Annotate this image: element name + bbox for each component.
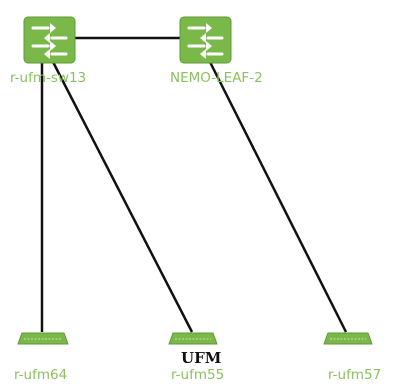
network-switch-icon [23,16,76,64]
switch-label: NEMO-LEAF-2 [170,70,263,86]
switch-node-nemo-leaf-2[interactable]: NEMO-LEAF-2 [170,16,263,86]
host-adapter-icon [17,332,69,345]
switch-node-r-ufm-sw13[interactable]: r-ufm-sw13 [10,16,86,86]
host-label: r-ufm57 [328,367,381,383]
links-layer [40,36,348,333]
link-leaf2-ufm57[interactable] [208,61,348,333]
host-node-r-ufm55[interactable]: UFM r-ufm55 [168,332,224,383]
link-sw13-ufm55[interactable] [50,59,194,333]
host-label: r-ufm64 [14,367,67,383]
host-node-r-ufm57[interactable]: r-ufm57 [323,332,381,383]
host-node-r-ufm64[interactable]: r-ufm64 [14,332,69,383]
host-adapter-icon [168,332,218,345]
ufm-tag: UFM [181,349,221,367]
switch-label: r-ufm-sw13 [10,70,86,86]
host-adapter-icon [323,332,373,345]
host-label: r-ufm55 [171,367,224,383]
network-switch-icon [179,16,232,64]
